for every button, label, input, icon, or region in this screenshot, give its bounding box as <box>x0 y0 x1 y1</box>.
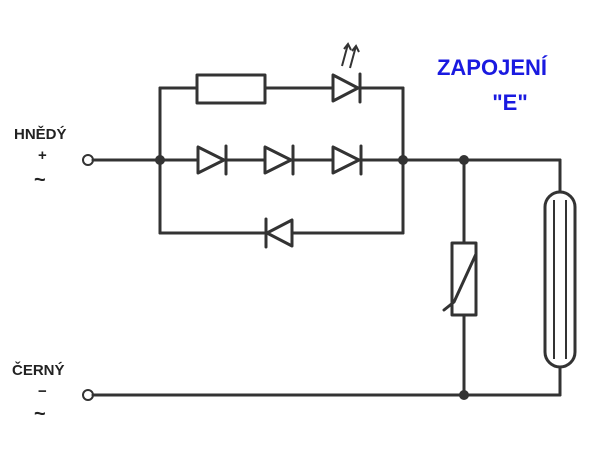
branch-top <box>158 42 405 105</box>
led-icon <box>331 42 362 104</box>
diode-3-icon <box>331 144 363 176</box>
terminal-top-plus: + <box>38 147 47 164</box>
title-line2: "E" <box>492 90 528 115</box>
tube-icon <box>543 158 577 397</box>
junction-dot <box>155 155 165 165</box>
junction-dot <box>398 155 408 165</box>
diode-1-icon <box>196 144 228 176</box>
terminal-top-tilde: ~ <box>34 169 46 191</box>
diode-2-icon <box>263 144 295 176</box>
terminal-bottom-tilde: ~ <box>34 403 46 425</box>
terminal-top-label: HNĚDÝ <box>14 125 67 143</box>
terminal-bottom-minus: − <box>38 383 47 400</box>
terminal-bottom-label: ČERNÝ <box>12 361 65 379</box>
resistor <box>195 73 267 105</box>
reverse-diode-icon <box>264 217 294 249</box>
branch-middle <box>158 144 405 176</box>
branch-bottom <box>158 217 405 249</box>
varistor <box>442 158 478 397</box>
title-line1: ZAPOJENÍ <box>437 55 548 80</box>
